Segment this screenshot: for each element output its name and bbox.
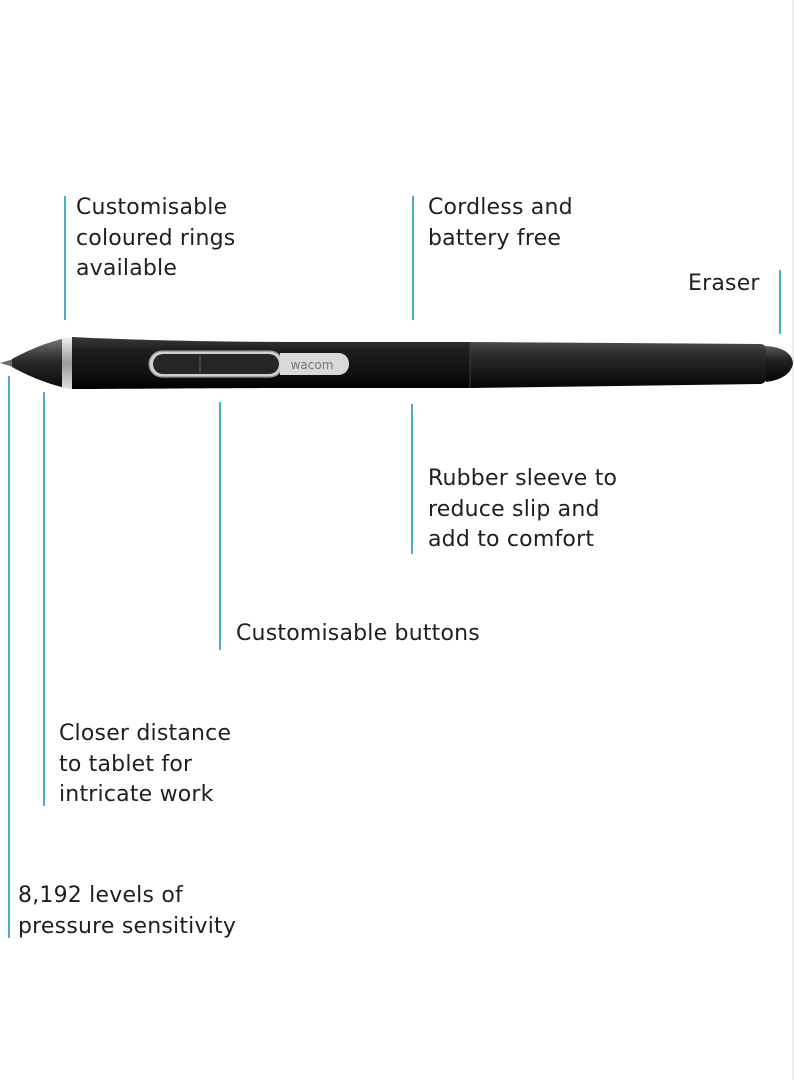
pen-brand-plate bbox=[280, 353, 349, 375]
callout-eraser-line-1: Eraser bbox=[688, 271, 760, 296]
callout-cordless-line-1: Cordless and bbox=[428, 195, 573, 220]
leader-line-rubber-sleeve bbox=[411, 404, 413, 554]
callout-rings-line-1: Customisable bbox=[76, 195, 228, 220]
leader-line-cordless bbox=[412, 196, 414, 320]
callout-closer-distance-line-3: intricate work bbox=[59, 782, 214, 807]
leader-line-eraser bbox=[779, 270, 781, 334]
callout-eraser: Eraser bbox=[688, 269, 760, 300]
callout-cordless-line-2: battery free bbox=[428, 225, 562, 251]
callout-rubber-sleeve-line-3: add to comfort bbox=[428, 527, 595, 552]
callout-rings-line-2: coloured rings bbox=[76, 225, 236, 251]
leader-line-buttons bbox=[219, 402, 221, 650]
callout-closer-distance-line-2: to tablet for bbox=[59, 751, 193, 777]
callout-rubber-sleeve-line-2: reduce slip and bbox=[428, 496, 600, 522]
callout-rings: Customisable coloured rings available bbox=[76, 193, 235, 285]
leader-line-pressure bbox=[8, 376, 10, 938]
callout-buttons: Customisable buttons bbox=[236, 619, 480, 650]
callout-closer-distance: Closer distance to tablet for intricate … bbox=[59, 719, 231, 811]
pen-svg: wacom bbox=[0, 337, 793, 389]
pen-side-switch-button bbox=[153, 354, 279, 374]
pen-nib bbox=[0, 359, 12, 367]
callout-rubber-sleeve-line-1: Rubber sleeve to bbox=[428, 466, 618, 491]
callout-pressure-line-1: 8,192 levels of bbox=[18, 883, 183, 908]
pen-tip-cone bbox=[12, 338, 66, 388]
leader-line-closer-distance bbox=[43, 392, 45, 806]
callout-pressure: 8,192 levels of pressure sensitivity bbox=[18, 881, 236, 942]
callout-rubber-sleeve: Rubber sleeve to reduce slip and add to … bbox=[428, 464, 617, 556]
pen-brand-label: wacom bbox=[291, 358, 334, 372]
pen-illustration: wacom bbox=[0, 320, 794, 410]
pen-eraser-cap bbox=[766, 346, 793, 382]
right-edge-divider bbox=[792, 0, 794, 1080]
pen-rear-sleeve bbox=[470, 342, 770, 388]
callout-closer-distance-line-1: Closer distance bbox=[59, 721, 232, 746]
pen-chrome-ring bbox=[62, 337, 72, 389]
leader-line-rings bbox=[64, 196, 66, 320]
callout-pressure-line-2: pressure sensitivity bbox=[18, 913, 237, 939]
callout-buttons-line-1: Customisable buttons bbox=[236, 621, 480, 646]
callout-rings-line-3: available bbox=[76, 256, 178, 281]
callout-cordless: Cordless and battery free bbox=[428, 193, 573, 254]
